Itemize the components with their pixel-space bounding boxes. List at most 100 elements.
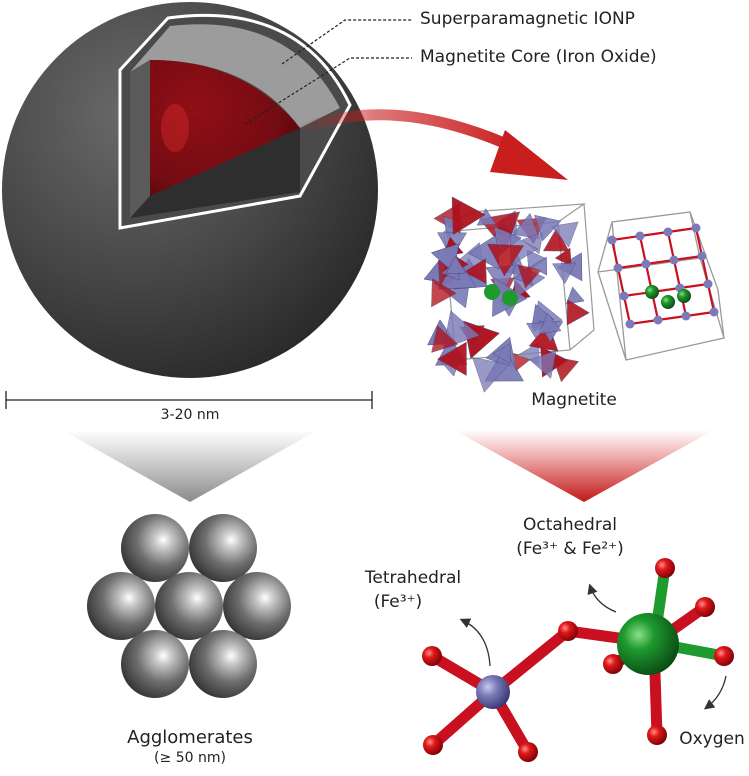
lattice-atom	[653, 315, 663, 325]
oxygen-atom	[423, 735, 443, 755]
agglomerate-cluster	[87, 514, 291, 698]
lattice-cation	[645, 285, 659, 299]
lattice-bond	[673, 254, 703, 262]
lattice-bond	[639, 230, 669, 238]
pointer-arrows	[459, 583, 727, 710]
polyhedron	[526, 322, 545, 339]
lattice-bond	[611, 234, 641, 242]
lattice-atom	[635, 231, 645, 241]
shell-inner-face-bottom	[130, 128, 300, 218]
coordination-sites-model	[422, 558, 734, 762]
lattice-bond	[685, 310, 715, 318]
polyhedra-group	[423, 196, 590, 393]
polyhedra-cation	[502, 290, 518, 306]
agglomerate-sphere	[121, 630, 189, 698]
polyhedron	[437, 341, 467, 376]
agglomerate-sphere	[121, 514, 189, 582]
lattice-bond	[657, 314, 687, 322]
oxygen-atom	[422, 646, 442, 666]
polyhedron	[565, 286, 585, 305]
lattice-bond	[706, 283, 716, 313]
shell-inner-face-top	[130, 24, 340, 128]
polyhedron	[431, 278, 457, 308]
lattice-atom	[625, 319, 635, 329]
lattice-atom	[709, 307, 719, 317]
lattice-bond	[672, 259, 682, 289]
oxygen-atom	[518, 742, 538, 762]
lattice-atom	[681, 311, 691, 321]
polyhedron	[445, 255, 467, 274]
oxygen-atom	[695, 597, 715, 617]
lattice-bond	[667, 226, 697, 234]
polyhedron	[552, 262, 577, 285]
agglomerate-sphere	[189, 630, 257, 698]
lattice-atom	[663, 227, 673, 237]
polyhedron	[492, 342, 511, 364]
polyhedron	[517, 264, 543, 289]
octahedral-ions-label: (Fe³⁺ & Fe²⁺)	[516, 539, 624, 559]
polyhedron	[512, 212, 540, 240]
lattice-atoms	[607, 223, 719, 329]
lattice-bond	[629, 318, 659, 326]
lattice-cation	[677, 289, 691, 303]
lattice-bond	[610, 239, 620, 269]
agglomerate-sphere	[223, 572, 291, 640]
lattice-bond	[679, 282, 709, 290]
lattice-bond	[638, 235, 648, 265]
tetrahedral-iron-atom	[476, 675, 510, 709]
core-to-crystal-arrow	[289, 109, 568, 180]
tetrahedral-ions-label: (Fe³⁺)	[373, 592, 423, 612]
polyhedron	[529, 350, 557, 379]
lattice-bond	[645, 258, 675, 266]
agglomerate-sphere	[189, 514, 257, 582]
polyhedron	[472, 356, 510, 393]
polyhedron	[566, 299, 590, 326]
lattice-cation	[661, 295, 675, 309]
polyhedron	[552, 356, 580, 383]
octahedral-pointer-arrow	[587, 583, 617, 613]
octahedral-iron-atom	[617, 613, 679, 675]
lattice-atom	[619, 291, 629, 301]
oxygen-label: Oxygen	[679, 729, 745, 749]
octahedral-label: Octahedral	[523, 515, 617, 535]
polyhedron	[486, 243, 525, 277]
tetrahedral-pointer-arrow	[459, 618, 491, 667]
polyhedron	[513, 352, 531, 372]
lattice-bond	[616, 267, 626, 297]
polyhedron	[463, 258, 487, 285]
lattice-atom	[641, 259, 651, 269]
lattice-bond	[700, 255, 710, 285]
callout-lines	[244, 19, 412, 125]
oxygen-atom	[603, 654, 623, 674]
agglomerates-size-label: (≥ 50 nm)	[154, 750, 226, 766]
oxygen-atom	[655, 558, 675, 578]
iron-oxide-nanoparticle	[2, 2, 378, 378]
lattice-atom	[607, 235, 617, 245]
polyhedron	[451, 196, 486, 236]
polyhedron	[554, 247, 572, 267]
magnetite-lattice-model	[597, 211, 725, 361]
agglomerate-funnel	[62, 430, 318, 502]
agglomerates-label: Agglomerates	[127, 727, 253, 748]
polyhedron	[534, 214, 562, 242]
magnetite-label: Magnetite	[531, 390, 617, 410]
oxygen-atom	[647, 725, 667, 745]
core-label: Magnetite Core (Iron Oxide)	[420, 47, 657, 67]
lattice-atom	[703, 279, 713, 289]
lattice-bond	[694, 227, 704, 257]
magnetite-funnel	[454, 430, 714, 502]
tetrahedral-label: Tetrahedral	[364, 568, 462, 588]
polyhedron	[443, 310, 480, 349]
lattice-atom	[669, 255, 679, 265]
molecule-bonds	[426, 562, 730, 758]
scale-bar	[5, 391, 373, 409]
shell-label: Superparamagnetic IONP	[420, 9, 635, 29]
agglomerate-sphere	[155, 572, 223, 640]
agglomerate-sphere	[87, 572, 155, 640]
polyhedron	[530, 256, 548, 276]
lattice-bond	[617, 262, 647, 270]
lattice-bond	[622, 295, 632, 325]
polyhedron	[550, 221, 579, 248]
core-texture	[150, 60, 300, 196]
